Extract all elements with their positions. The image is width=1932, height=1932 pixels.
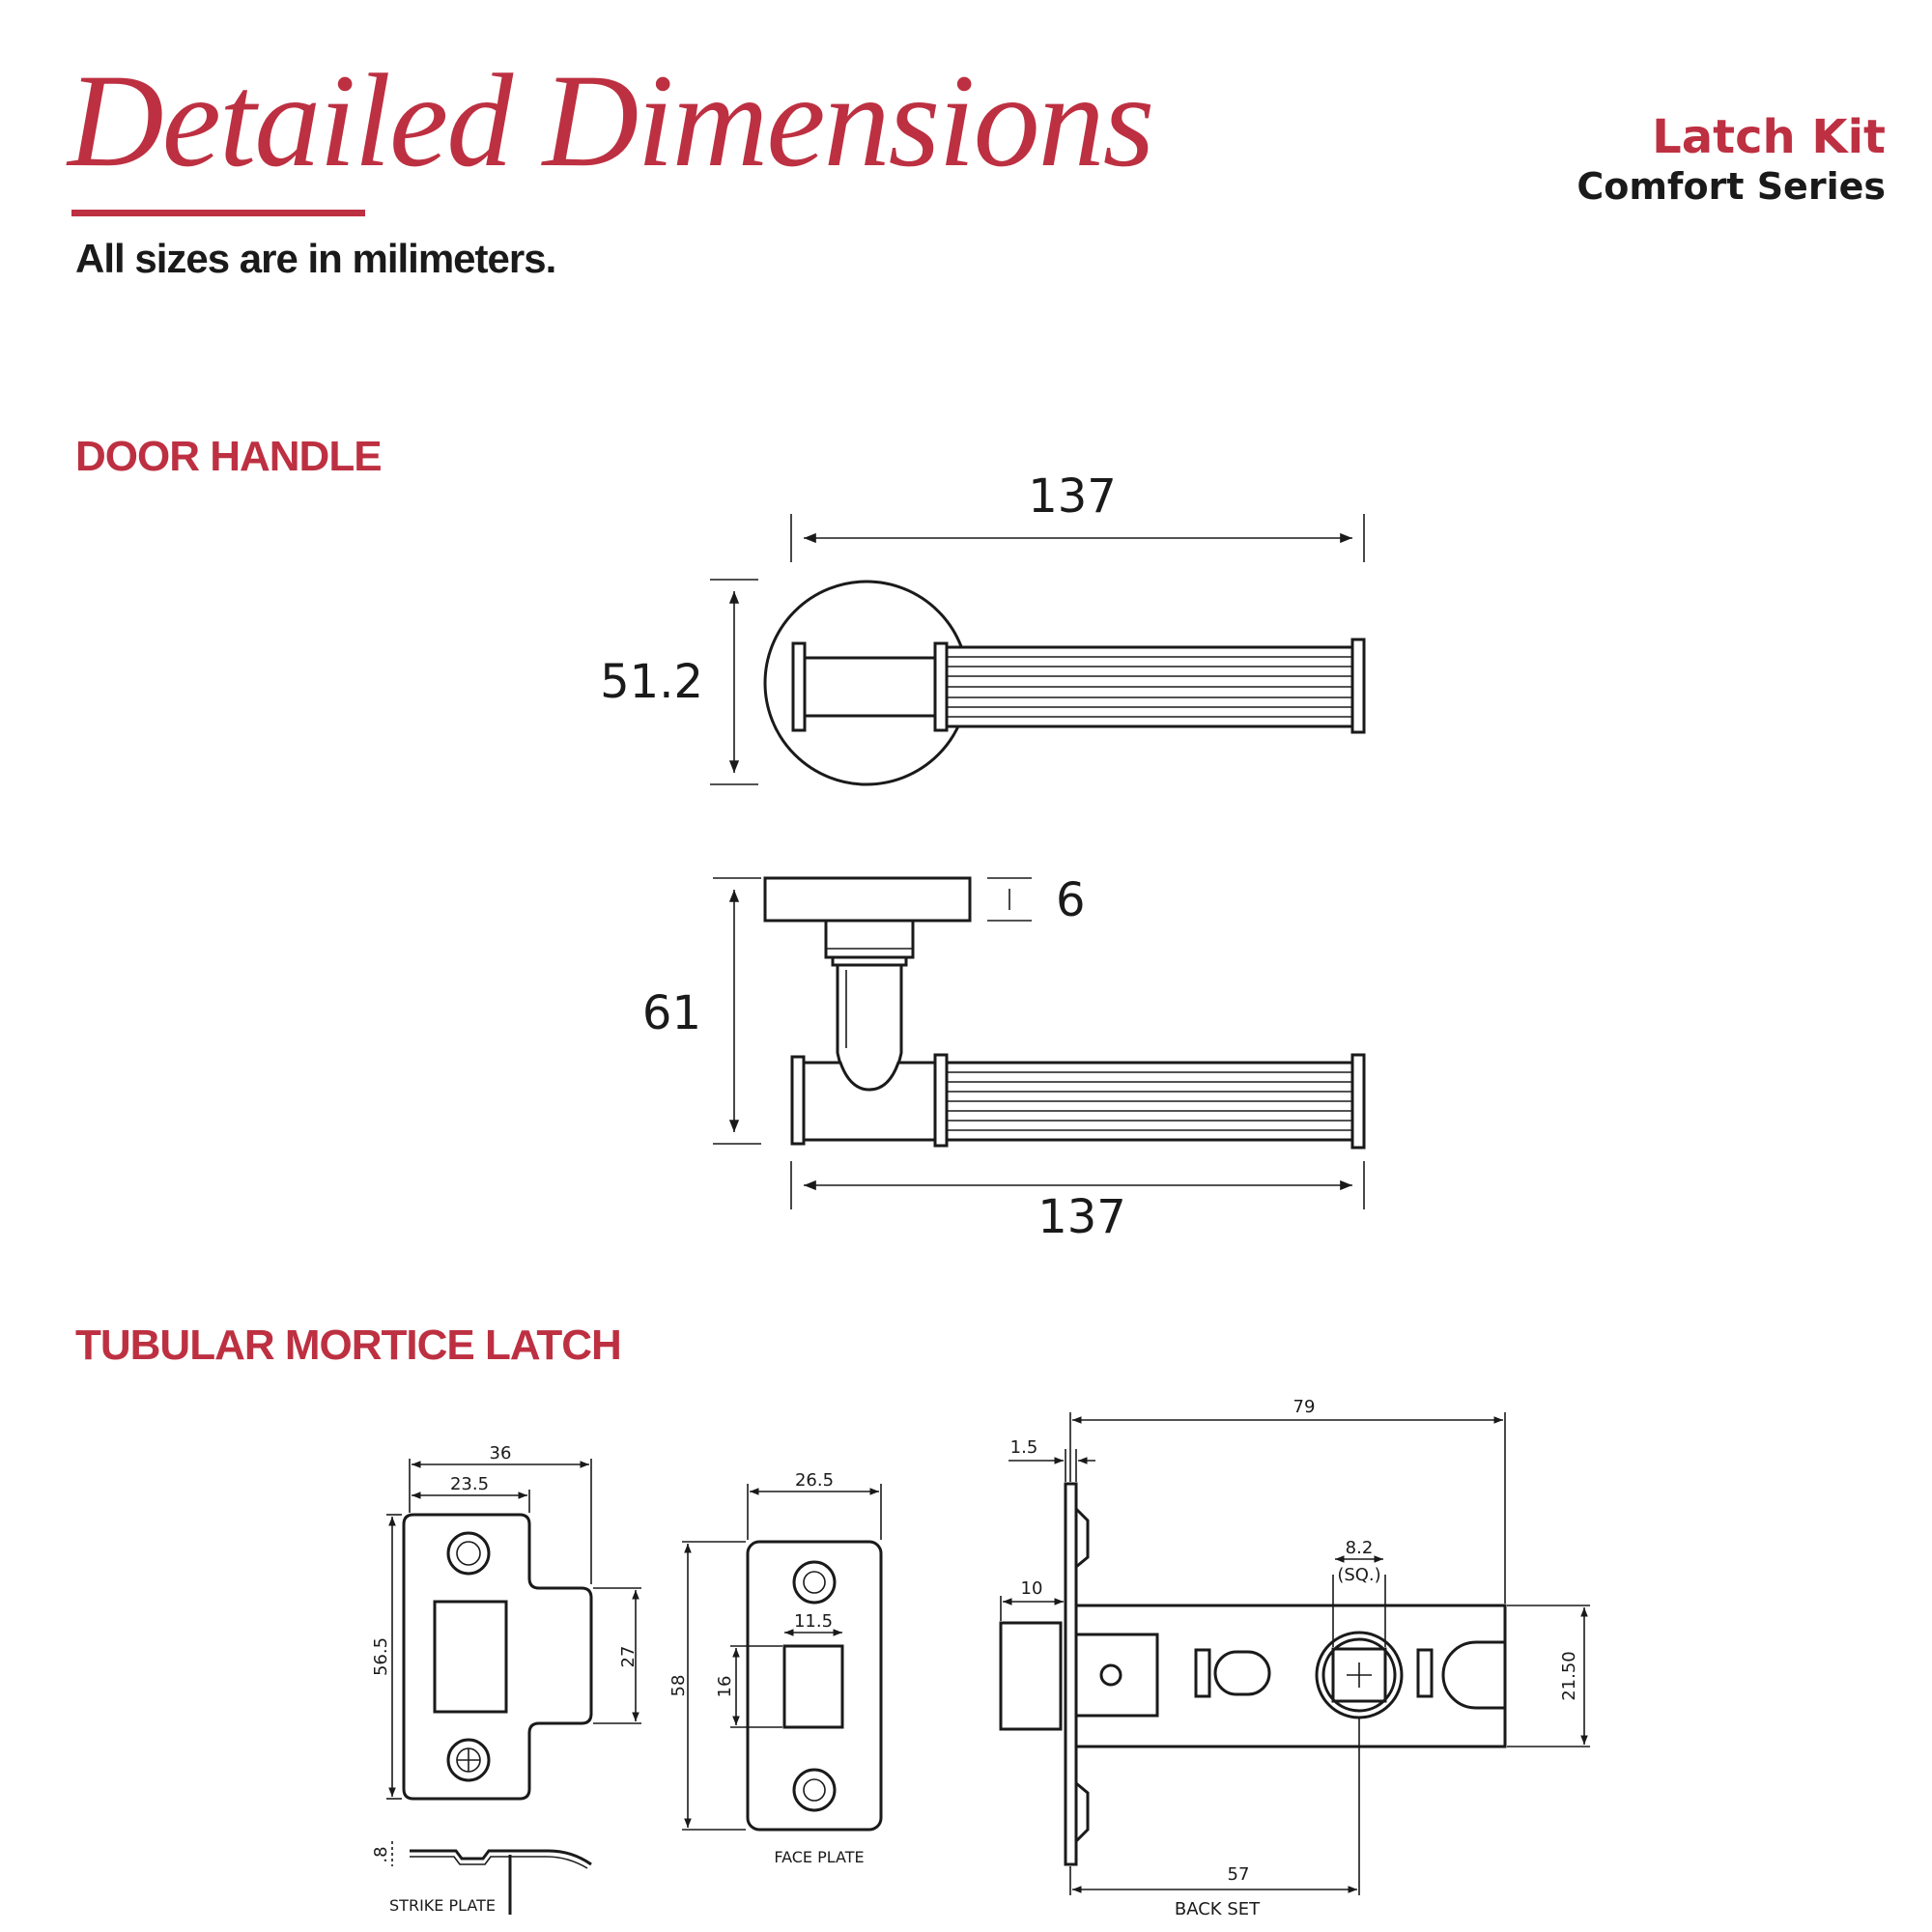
handle-neck-cap-left — [791, 641, 807, 732]
latch-forend-tab-top — [1074, 1507, 1090, 1569]
strike-tongue-height: 27 — [618, 1646, 639, 1668]
side-neck-cap-right — [933, 1053, 949, 1148]
latch-spindle-note: (SQ.) — [1337, 1565, 1380, 1585]
title-underline — [71, 210, 365, 216]
face-slot-height: 16 — [715, 1676, 735, 1698]
handle-neck-cap-right — [933, 641, 949, 732]
latch-height: 21.50 — [1559, 1651, 1579, 1701]
strike-height: 56.5 — [371, 1637, 391, 1676]
handle-lever-end — [1350, 638, 1366, 734]
side-lever-end — [1350, 1053, 1366, 1150]
dimension-rose-thickness: 6 — [1056, 873, 1086, 927]
side-neck-cap-left — [790, 1055, 806, 1146]
latch-body-drawing: 79 1.5 10 8.2 (SQ.) 21.50 57 BACK SET — [999, 1397, 1590, 1919]
product-series: Comfort Series — [1577, 164, 1886, 208]
strike-screw-top — [446, 1531, 491, 1576]
face-height: 58 — [668, 1675, 689, 1697]
latch-bolt-projection: 10 — [1021, 1578, 1043, 1599]
handle-side-view: 61 6 137 — [642, 873, 1366, 1244]
strike-screw-bottom — [446, 1738, 491, 1782]
side-stem — [836, 963, 903, 1093]
latch-slot-right — [1416, 1648, 1434, 1698]
face-plate-drawing: 26.5 11.5 58 16 FACE PLATE — [668, 1470, 883, 1866]
dimension-rose-diameter: 51.2 — [600, 655, 703, 709]
strike-plate-label: STRIKE PLATE — [389, 1896, 496, 1915]
face-screw-top — [792, 1560, 837, 1605]
units-note: All sizes are in milimeters. — [75, 236, 556, 281]
strike-plate-outline — [402, 1513, 593, 1801]
latch-bolt-housing — [1074, 1633, 1159, 1718]
product-name: Latch Kit — [1652, 110, 1886, 164]
strike-edge-profile — [410, 1849, 592, 1866]
side-boss — [824, 919, 915, 959]
strike-width: 36 — [490, 1443, 512, 1463]
strike-latch-opening — [433, 1600, 508, 1714]
face-width: 26.5 — [795, 1470, 834, 1491]
latch-oval-hole — [1213, 1650, 1271, 1696]
latch-forend — [1064, 1482, 1078, 1866]
latch-heading: TUBULAR MORTICE LATCH — [75, 1321, 622, 1369]
page-title: Detailed Dimensions — [68, 46, 1154, 194]
latch-spindle-square — [1331, 1647, 1387, 1703]
strike-thickness: .8 — [371, 1846, 391, 1862]
handle-neck — [803, 656, 937, 718]
face-screw-bottom — [792, 1768, 837, 1812]
handle-top-view: 137 51.2 — [600, 469, 1366, 786]
dimension-top-length: 137 — [1028, 469, 1117, 524]
latch-forend-thickness: 1.5 — [1010, 1437, 1038, 1458]
latch-spindle-size: 8.2 — [1346, 1538, 1374, 1558]
side-lever-grooves — [947, 1071, 1352, 1131]
strike-inner-width: 23.5 — [450, 1474, 489, 1494]
latch-slot-left — [1194, 1648, 1211, 1698]
backset-label: BACK SET — [1175, 1899, 1261, 1919]
latch-backset: 57 — [1228, 1864, 1250, 1885]
side-rose — [763, 876, 972, 923]
face-plate-label: FACE PLATE — [774, 1848, 864, 1866]
face-latch-slot — [782, 1644, 844, 1729]
latch-bolt — [999, 1621, 1063, 1731]
face-slot-width: 11.5 — [794, 1611, 833, 1632]
face-plate-outline — [746, 1540, 883, 1832]
product-block: Latch Kit Comfort Series — [1577, 112, 1886, 211]
latch-u-notch — [1441, 1640, 1505, 1710]
latch-forend-tab-bottom — [1074, 1781, 1090, 1843]
latch-length: 79 — [1293, 1397, 1316, 1417]
door-handle-heading: DOOR HANDLE — [75, 433, 383, 480]
side-neck — [802, 1061, 937, 1142]
dimension-side-length: 137 — [1037, 1190, 1126, 1244]
strike-plate-drawing: 36 23.5 56.5 27 .8 STRIKE PLATE — [371, 1443, 641, 1915]
latch-case — [1074, 1604, 1507, 1748]
dimension-projection: 61 — [642, 986, 701, 1040]
handle-lever-grooves — [947, 656, 1352, 718]
